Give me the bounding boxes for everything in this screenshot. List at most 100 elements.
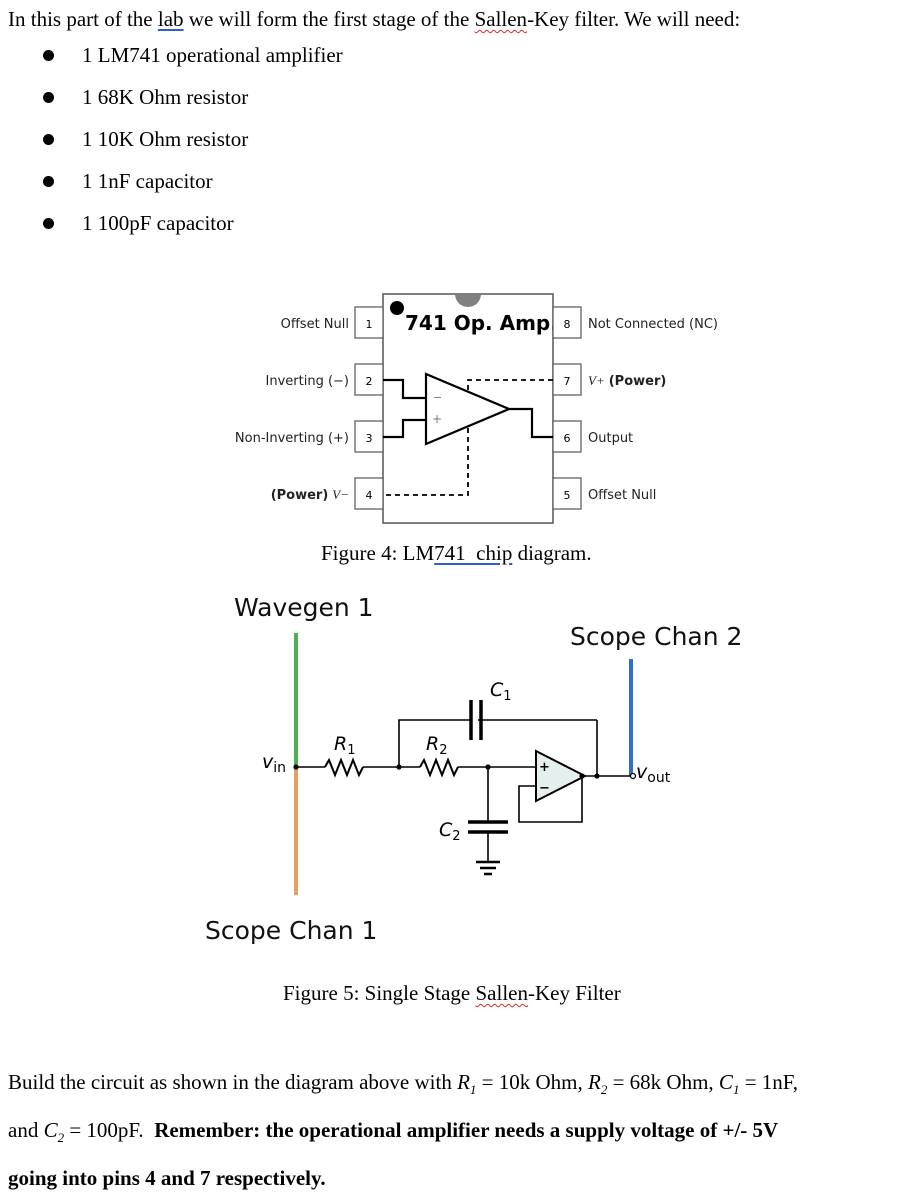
lm741-chip-diagram: 741 Op. Amp. 1 Offset Null 2 Inverting (… <box>235 293 718 524</box>
spellcheck-flagged-word[interactable]: Sallen <box>474 7 528 31</box>
list-item-text: 1 LM741 operational amplifier <box>82 43 343 67</box>
junction-dot <box>485 764 491 770</box>
list-item-text: 1 1nF capacitor <box>82 169 213 193</box>
internal-opamp <box>383 372 553 496</box>
list-item-text: 1 100pF capacitor <box>82 211 234 235</box>
ground-icon <box>476 860 500 876</box>
wire-pin4-dashed <box>383 428 469 496</box>
bold-reminder: going into pins 4 and 7 respectively. <box>8 1166 326 1191</box>
pin-number: 3 <box>366 432 373 445</box>
vin-label: vin <box>262 751 286 776</box>
pin-label: V+(Power) <box>588 373 666 389</box>
resistor-r2 <box>419 757 459 778</box>
figure-5-caption: Figure 5: Single Stage Sallen-Key Filter <box>283 981 621 1006</box>
wire <box>518 776 583 823</box>
pin-label: Output <box>588 431 633 446</box>
output-terminal <box>629 772 637 780</box>
intro-text: In this part of the <box>8 7 158 31</box>
pin-label: Not Connected (NC) <box>588 317 718 332</box>
junction-dot <box>594 773 600 779</box>
caption-text: Figure 5: Single Stage <box>283 981 476 1005</box>
grammar-flagged-word[interactable]: lab <box>157 7 184 31</box>
pin-7: 7 V+(Power) <box>552 363 666 396</box>
pin-6: 6 Output <box>552 420 633 453</box>
instructions-line-1: Build the circuit as shown in the diagra… <box>8 1062 798 1110</box>
opamp-minus-sign: − <box>539 781 550 796</box>
wavegen-1-label: Wavegen 1 <box>234 593 374 622</box>
pin-5: 5 Offset Null <box>552 477 656 510</box>
r2-symbol: R2 <box>588 1070 608 1098</box>
opamp-plus-sign: + <box>432 412 442 426</box>
instructions-line-2: and C2 = 100pF. Remember: the operationa… <box>8 1110 798 1158</box>
junction-dot <box>293 764 299 770</box>
c1-symbol: C1 <box>718 1070 740 1098</box>
grammar-flagged-word[interactable]: 741 chip <box>434 541 513 565</box>
intro-text: we will form the first stage of the <box>183 7 475 31</box>
bullet-icon <box>43 176 54 187</box>
text: = 10k Ohm, <box>476 1070 588 1094</box>
list-item-text: 1 10K Ohm resistor <box>82 127 249 151</box>
pin-number: 1 <box>366 318 373 331</box>
opamp-minus-sign: − <box>433 391 442 404</box>
pin-2: 2 Inverting (−) <box>266 363 384 396</box>
pin1-marker-dot <box>390 301 404 315</box>
text: Build the circuit as shown in the diagra… <box>8 1070 458 1094</box>
junction-dot <box>396 764 402 770</box>
instructions-paragraph: Build the circuit as shown in the diagra… <box>8 1062 798 1198</box>
sallen-key-circuit: + − R1 R2 C1 C2 vin vout <box>262 633 671 895</box>
pin-1: 1 Offset Null <box>281 306 384 339</box>
text: and <box>8 1118 44 1143</box>
opamp-plus-sign: + <box>539 760 550 775</box>
bullet-icon <box>43 134 54 145</box>
pin-label: Offset Null <box>281 317 349 332</box>
c2-symbol: C2 <box>43 1118 65 1146</box>
caption-text: diagram. <box>512 541 592 565</box>
instructions-line-3: going into pins 4 and 7 respectively. <box>8 1158 798 1198</box>
r2-label: R2 <box>426 733 447 758</box>
text: = 68k Ohm, <box>607 1070 719 1094</box>
scope-chan-2-label: Scope Chan 2 <box>570 622 743 651</box>
figure-4-caption: Figure 4: LM741 chip diagram. <box>321 541 592 566</box>
spellcheck-flagged-word[interactable]: Sallen <box>475 981 529 1005</box>
pin-number: 8 <box>564 318 571 331</box>
wire-pin3 <box>383 418 426 439</box>
junction-dot <box>579 773 585 779</box>
pin-number: 6 <box>564 432 571 445</box>
c1-label: C1 <box>490 679 512 704</box>
resistor-r1 <box>324 757 364 778</box>
intro-paragraph: In this part of the lab we will form the… <box>8 6 740 32</box>
pin-number: 2 <box>366 375 373 388</box>
wire-pin6 <box>509 407 553 439</box>
pin-label: Offset Null <box>588 488 656 503</box>
pin-8: 8 Not Connected (NC) <box>552 306 718 339</box>
caption-text: Figure 4: LM <box>321 541 435 565</box>
text: = 1nF, <box>739 1070 799 1094</box>
scope-chan-1-label: Scope Chan 1 <box>205 916 378 945</box>
r1-symbol: R1 <box>457 1070 477 1098</box>
pin-label: Inverting (−) <box>266 374 349 389</box>
chip-title: 741 Op. Amp. <box>405 311 558 335</box>
pin-number: 7 <box>564 375 571 388</box>
pin-number: 4 <box>366 489 373 502</box>
text: = 100pF. <box>64 1118 155 1143</box>
wire-pin2 <box>383 378 426 400</box>
pin-3: 3 Non-Inverting (+) <box>235 420 384 453</box>
list-item-text: 1 68K Ohm resistor <box>82 85 249 109</box>
bullet-icon <box>43 50 54 61</box>
opamp-triangle <box>424 372 512 446</box>
wire <box>398 719 470 767</box>
pin-label: Non-Inverting (+) <box>235 431 349 446</box>
caption-text: -Key Filter <box>528 981 621 1005</box>
c2-label: C2 <box>439 819 461 844</box>
intro-text: -Key filter. We will need: <box>527 7 741 31</box>
opamp-triangle <box>535 749 588 803</box>
pin-label: (Power)V− <box>271 487 349 503</box>
bullet-icon <box>43 218 54 229</box>
chip-notch-icon <box>455 294 481 307</box>
bold-reminder: Remember: the operational amplifier need… <box>154 1118 779 1143</box>
bullet-icon <box>43 92 54 103</box>
pin-4: 4 (Power)V− <box>271 477 384 510</box>
r1-label: R1 <box>334 733 355 758</box>
pin-number: 5 <box>564 489 571 502</box>
vout-label: vout <box>636 761 671 786</box>
